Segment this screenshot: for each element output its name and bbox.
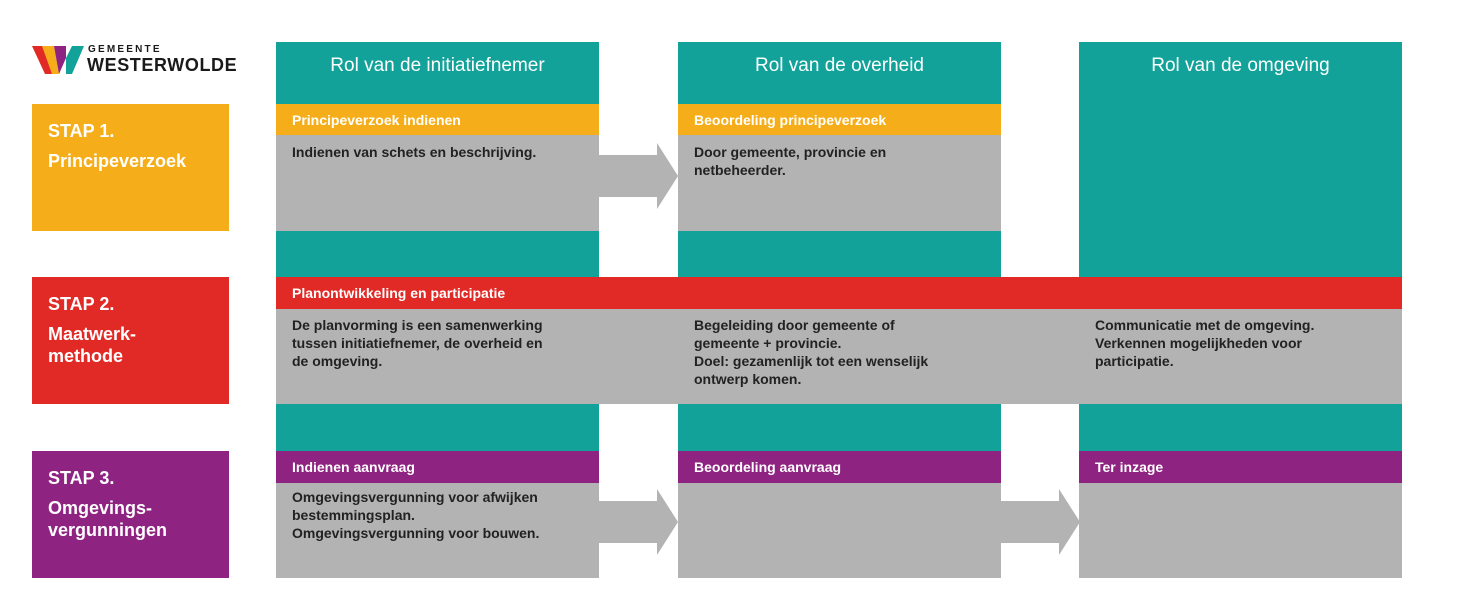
stage1-initiator-text: Indienen van schets en beschrijving. [292,144,537,160]
stage2-panel [276,309,1402,404]
stage3-initiator-text: Omgevingsvergunning voor afwijken bestem… [292,489,540,541]
stage1-arrow-icon [599,143,678,209]
logo-main-text: WESTERWOLDE [87,55,238,75]
step-1-number: STAP 1. [48,121,115,141]
stage3-government-bar: Beoordeling aanvraag [678,451,1001,483]
stage3-initiator-panel [276,483,599,578]
step-1-title: Principeverzoek [48,151,187,171]
stage2-surroundings-text: Communicatie met de omgeving. Verkennen … [1095,317,1315,369]
step-2-title: Maatwerk- methode [48,324,137,366]
step-1-box: STAP 1. Principeverzoek [32,104,229,231]
stage1-initiator-bar: Principeverzoek indienen [276,104,599,135]
step-2-box: STAP 2. Maatwerk- methode [32,277,229,404]
stage3-surroundings-panel [1079,483,1402,578]
stage2-bar: Planontwikkeling en participatie [276,277,1402,309]
stage2-government-text: Begeleiding door gemeente of gemeente + … [694,317,929,387]
stage1-government-panel [678,135,1001,231]
step-3-title: Omgevings- vergunningen [48,498,168,540]
stage3-surroundings-bar: Ter inzage [1079,451,1402,483]
stage3-arrow-2-icon [1001,489,1080,555]
stage1-initiator-panel [276,135,599,231]
stage2-initiator-text: De planvorming is een samenwerking tusse… [292,317,543,369]
stage3-initiator-bar: Indienen aanvraag [276,451,599,483]
step-2-number: STAP 2. [48,294,115,314]
logo-mark-icon [32,46,84,74]
stage1-government-bar: Beoordeling principeverzoek [678,104,1001,135]
step-3-number: STAP 3. [48,468,115,488]
stage1-government-text: Door gemeente, provincie en netbeheerder… [694,144,887,178]
logo-top-text: GEMEENTE [88,44,162,55]
logo: GEMEENTE WESTERWOLDE [32,42,252,78]
stage3-government-panel [678,483,1001,578]
step-3-box: STAP 3. Omgevings- vergunningen [32,451,229,578]
column-heading-government: Rol van de overheid [755,55,924,76]
column-heading-initiator: Rol van de initiatiefnemer [330,55,545,76]
column-heading-surroundings: Rol van de omgeving [1151,55,1330,76]
stage3-arrow-1-icon [599,489,678,555]
